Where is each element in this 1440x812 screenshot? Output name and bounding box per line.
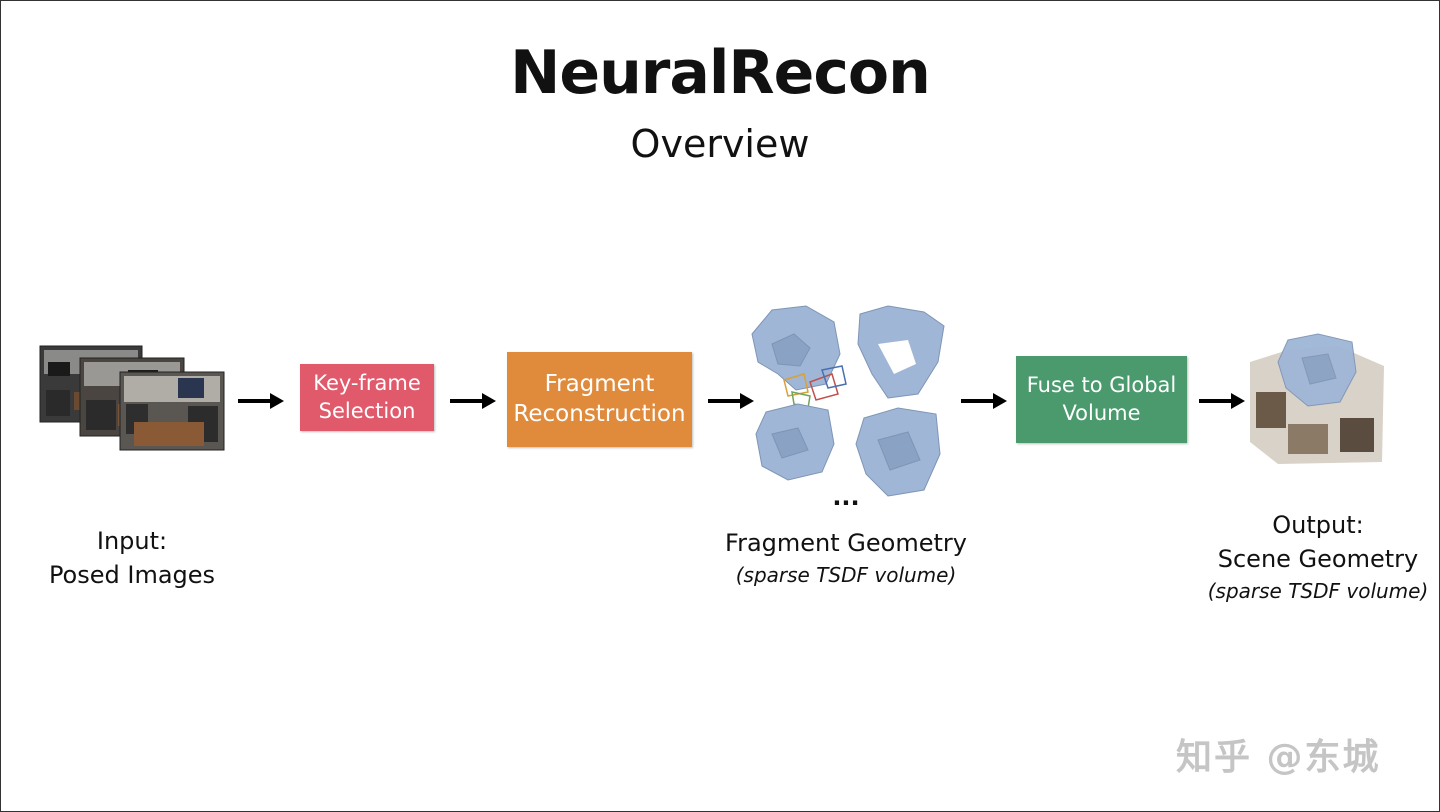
scene-geometry-mesh [1250,333,1384,464]
fragment-recon-label-line1: Fragment [544,370,655,397]
output-label-line3: (sparse TSDF volume) [1207,579,1429,603]
image-frame-3 [119,371,225,451]
output-label-line2: Scene Geometry [1217,545,1419,573]
mesh-fragment-4 [855,407,941,497]
mesh-fragment-2 [857,305,945,399]
fragment-geometry-label: Fragment Geometry (sparse TSDF volume) [700,526,992,590]
mesh-fragment-1 [751,305,841,391]
arrow-5 [1199,393,1245,409]
posed-images-thumbnail [39,345,225,451]
output-label-line1: Output: [1272,511,1364,539]
keyframe-label-line2: Selection [318,398,416,423]
scene-mesh-overlay [1277,333,1357,407]
fragment-geometry-label-line1: Fragment Geometry [725,529,967,557]
keyframe-label-line1: Key-frame [313,371,421,396]
fuse-label-line1: Fuse to Global [1026,373,1177,398]
slide-title: NeuralRecon [510,38,931,108]
mesh-fragment-3 [755,403,835,481]
watermark: 知乎 @东城 [1176,737,1381,778]
slide-subtitle: Overview [630,122,810,166]
input-label-line1: Input: [96,527,168,555]
input-label-line2: Posed Images [48,561,216,589]
output-label: Output: Scene Geometry (sparse TSDF volu… [1196,508,1440,606]
fragment-ellipsis: ... [832,483,860,511]
arrow-2 [450,393,496,409]
fragment-geometry-label-line2: (sparse TSDF volume) [735,563,957,587]
fragment-geometry-meshes [751,305,945,497]
arrow-1 [238,393,284,409]
input-label: Input: Posed Images [20,524,244,592]
fuse-label-line2: Volume [1062,400,1141,425]
fragment-recon-label-line2: Reconstruction [513,400,686,427]
arrow-4 [961,393,1007,409]
arrow-3 [708,393,754,409]
